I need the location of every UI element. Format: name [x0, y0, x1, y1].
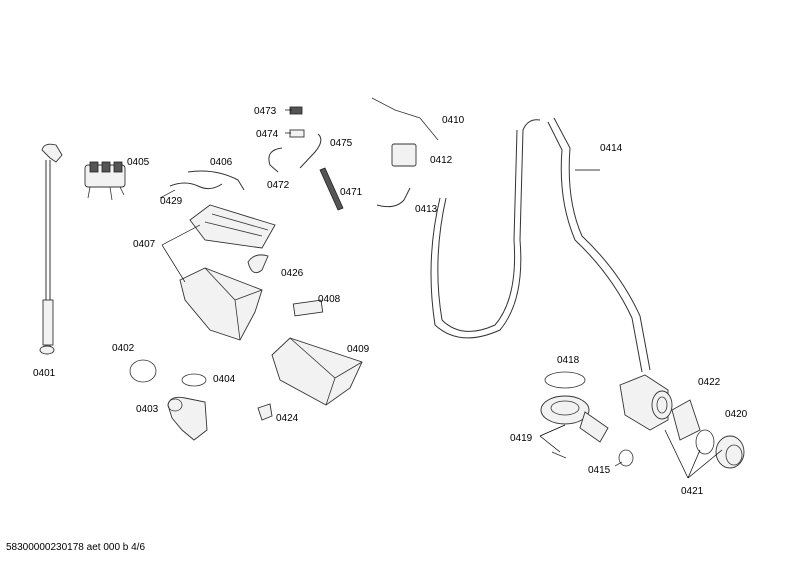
callout-0407: 0407 [133, 239, 156, 250]
callout-0471: 0471 [340, 187, 363, 198]
harness-0410-part [371, 97, 439, 141]
part-0424 [257, 403, 273, 421]
pump-part [619, 374, 673, 431]
callout-0414: 0414 [600, 143, 623, 154]
tube-0471-part [319, 167, 344, 211]
callout-0421: 0421 [681, 486, 704, 497]
callout-0410: 0410 [442, 115, 465, 126]
ring-0421-part [695, 429, 715, 455]
callout-0475: 0475 [330, 138, 353, 149]
callout-0473: 0473 [254, 106, 277, 117]
dispenser-cover-part [189, 204, 276, 249]
filter-0420-part [715, 435, 745, 469]
drain-hose-edge [437, 129, 518, 332]
hose-0429-part [169, 182, 223, 190]
hose-0413-part [376, 187, 411, 208]
clamp-0404-part [181, 373, 207, 387]
hose-0414-edge [553, 117, 651, 371]
ring-0418-part [544, 371, 586, 389]
callout-0413: 0413 [415, 204, 438, 215]
callout-0404: 0404 [213, 374, 236, 385]
callout-0429: 0429 [160, 196, 183, 207]
callout-0403: 0403 [136, 404, 159, 415]
callout-0472: 0472 [267, 180, 290, 191]
dispenser-housing-part [179, 267, 263, 341]
inlet-hose-part [39, 143, 63, 355]
callout-0424: 0424 [276, 413, 299, 424]
clamp-0402-part [129, 359, 157, 383]
callout-0408: 0408 [318, 294, 341, 305]
hose-0406-part [187, 170, 245, 191]
sump-0419-part [540, 395, 609, 443]
hose-0472-part [268, 147, 283, 173]
callout-0405: 0405 [127, 157, 150, 168]
insert-0408-part [292, 299, 324, 317]
callout-0415: 0415 [588, 465, 611, 476]
flap-0426-part [247, 254, 269, 274]
callout-0412: 0412 [430, 155, 453, 166]
hose-0475-part [299, 133, 322, 169]
callout-0409: 0409 [347, 344, 370, 355]
callout-0422: 0422 [698, 377, 721, 388]
leader-lines [159, 109, 723, 479]
drawing-reference-footer: 58300000230178 aet 000 b 4/6 [6, 542, 146, 553]
callout-0420: 0420 [725, 409, 748, 420]
drawer-part [271, 337, 363, 406]
clip-0474-part [289, 129, 305, 138]
hose-0414-part [547, 121, 643, 373]
callout-labels: 0401 0402 0403 0404 0405 0406 0407 0408 … [33, 106, 748, 497]
bellow-0403-part [167, 396, 208, 441]
clamp-0415-part [618, 449, 634, 467]
clip-0473-part [289, 106, 303, 115]
callout-0406: 0406 [210, 157, 233, 168]
callout-0401: 0401 [33, 368, 56, 379]
callout-0419: 0419 [510, 433, 533, 444]
callout-0402: 0402 [112, 343, 135, 354]
callout-0426: 0426 [281, 268, 304, 279]
gasket-0422-part [671, 399, 701, 441]
valve-part [84, 161, 126, 201]
module-0412-part [391, 143, 417, 167]
callout-0474: 0474 [256, 129, 279, 140]
drain-hose-part [430, 119, 541, 339]
screw-0419-part [551, 451, 567, 459]
callout-0418: 0418 [557, 355, 580, 366]
